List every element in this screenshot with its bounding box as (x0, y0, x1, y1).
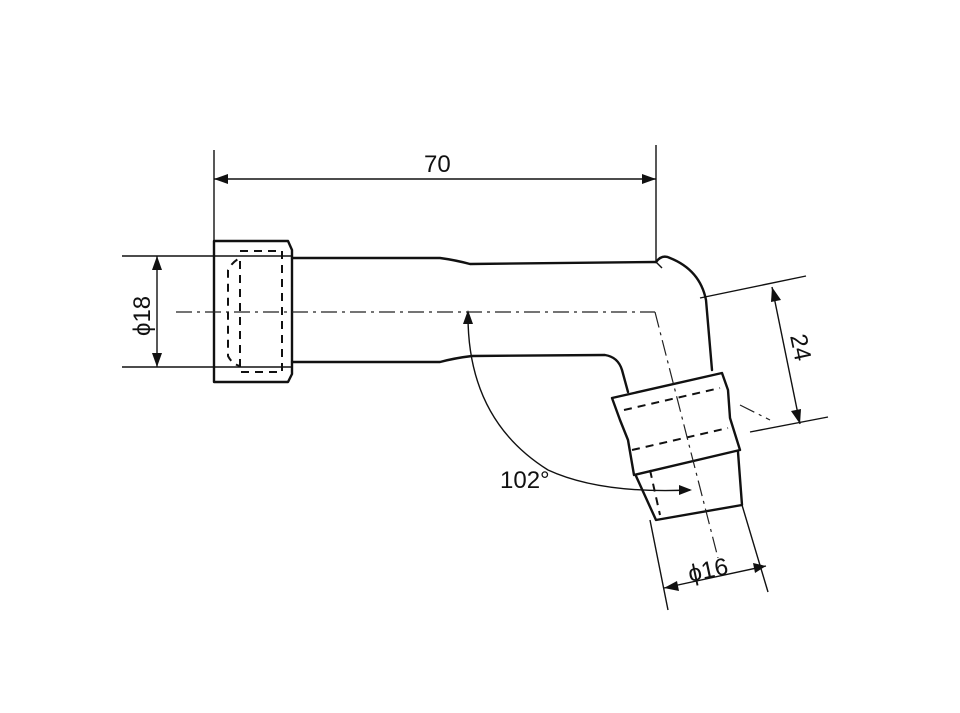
dimension-bend-angle: 102° (463, 310, 692, 495)
tube-body (290, 255, 714, 394)
centerlines (176, 311, 771, 559)
dimension-left-diameter: ϕ18 (122, 255, 292, 368)
overall-length-label: 70 (424, 151, 451, 178)
right-socket (610, 371, 744, 522)
dimension-offset: 24 (699, 275, 829, 433)
dimension-overall-length: 70 (213, 145, 657, 262)
right-diameter-label: ϕ16 (686, 553, 731, 588)
left-socket (212, 239, 294, 384)
offset-label: 24 (784, 332, 816, 364)
left-diameter-label: ϕ18 (129, 296, 156, 336)
bend-angle-label: 102° (500, 467, 550, 494)
